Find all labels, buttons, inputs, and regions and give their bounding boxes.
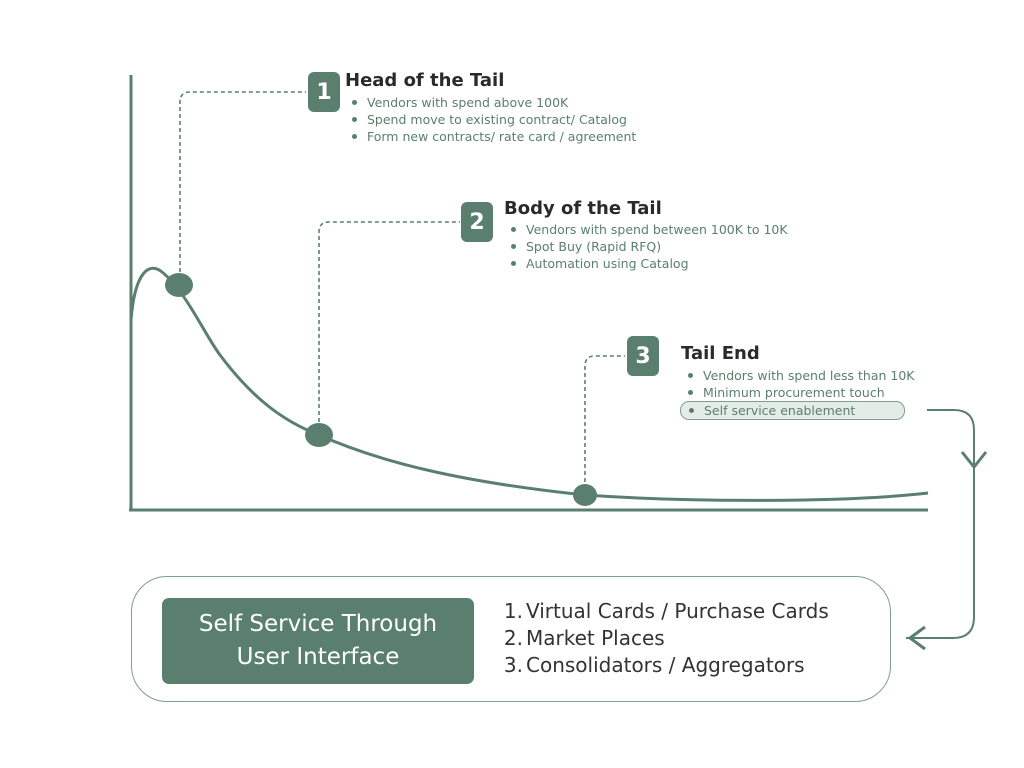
options-list: 1. Virtual Cards / Purchase Cards 2. Mar… (502, 598, 829, 679)
list-item: Minimum procurement touch (683, 384, 915, 401)
leader-line-2 (318, 221, 460, 422)
chevron-left-icon (907, 625, 926, 651)
list-item-highlighted: Self service enablement (680, 401, 905, 420)
section-1-badge: 1 (308, 72, 340, 112)
section-1-bullets: Vendors with spend above 100K Spend move… (347, 94, 636, 145)
list-item: Spot Buy (Rapid RFQ) (506, 238, 788, 255)
section-3-title: Tail End (681, 343, 760, 364)
curve-marker-3 (573, 484, 597, 506)
section-2-badge: 2 (461, 202, 493, 242)
self-service-line-1: Self Service Through (198, 611, 438, 637)
curve-marker-1 (165, 273, 193, 297)
section-3-badge: 3 (627, 336, 659, 376)
self-service-line-2: User Interface (236, 644, 400, 670)
list-item: 3. Consolidators / Aggregators (502, 652, 829, 679)
self-service-box: Self Service Through User Interface (162, 598, 474, 684)
option-number: 1. (503, 599, 523, 623)
list-item: Spend move to existing contract/ Catalog (347, 111, 636, 128)
list-item: 1. Virtual Cards / Purchase Cards (502, 598, 829, 625)
connector-line (906, 409, 975, 639)
section-2-title: Body of the Tail (504, 198, 662, 219)
list-item: Vendors with spend above 100K (347, 94, 636, 111)
chevron-down-icon (960, 451, 988, 470)
option-label: Virtual Cards / Purchase Cards (526, 599, 829, 623)
list-item: Automation using Catalog (506, 255, 788, 272)
option-number: 2. (503, 626, 523, 650)
option-label: Market Places (526, 626, 665, 650)
curve-marker-2 (305, 423, 333, 447)
leader-line-3 (584, 355, 625, 482)
list-item: 2. Market Places (502, 625, 829, 652)
section-3-bullets: Vendors with spend less than 10K Minimum… (680, 367, 915, 420)
section-1-title: Head of the Tail (345, 70, 505, 91)
leader-line-1 (179, 91, 306, 272)
option-number: 3. (503, 653, 523, 677)
list-item: Form new contracts/ rate card / agreemen… (347, 128, 636, 145)
list-item: Vendors with spend less than 10K (683, 367, 915, 384)
list-item: Vendors with spend between 100K to 10K (506, 221, 788, 238)
option-label: Consolidators / Aggregators (526, 653, 805, 677)
section-2-bullets: Vendors with spend between 100K to 10K S… (506, 221, 788, 272)
